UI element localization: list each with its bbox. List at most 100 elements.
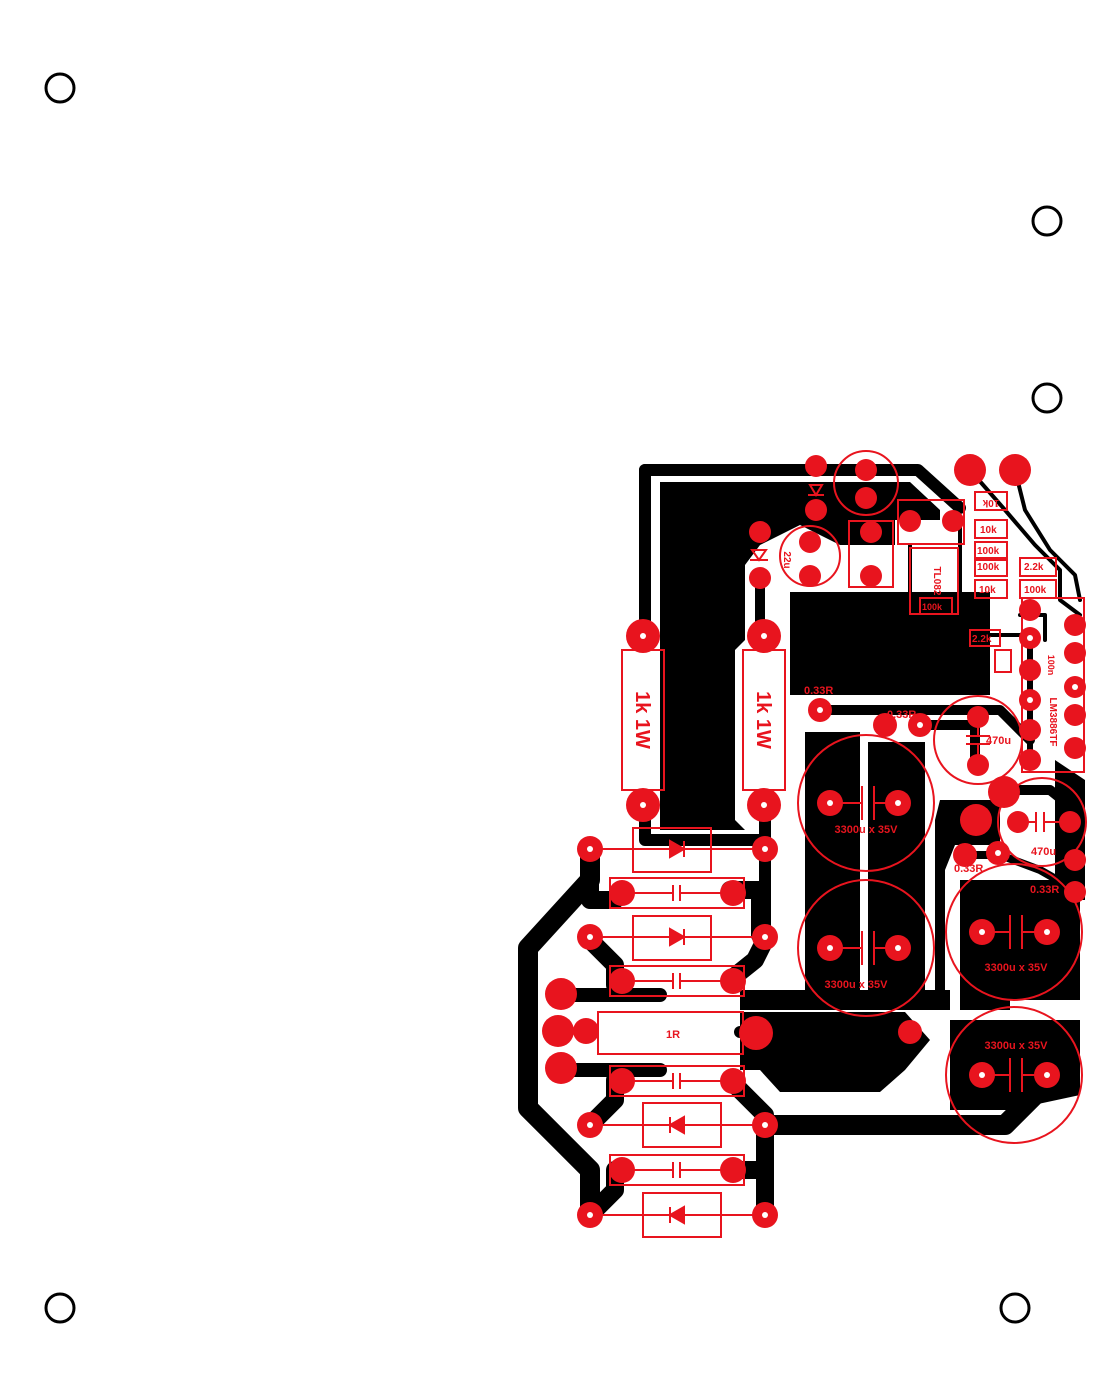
resistor-outline [974, 491, 1008, 511]
pad [805, 499, 827, 521]
drill-hole [1044, 929, 1050, 935]
diode-symbol [750, 549, 768, 562]
pad [1019, 749, 1041, 771]
capacitor-symbol [982, 1058, 1047, 1092]
silkscreen [590, 450, 1087, 1238]
label-c-3300-b: 3300u x 35V [825, 979, 889, 991]
track [581, 841, 624, 909]
pad [545, 1052, 577, 1084]
pad [609, 880, 635, 906]
pad [999, 454, 1031, 486]
pad [1007, 811, 1029, 833]
pad [1019, 719, 1041, 741]
pad [609, 1157, 635, 1183]
mounting-hole [44, 1292, 76, 1324]
capacitor-outline [997, 777, 1087, 867]
pad [609, 968, 635, 994]
pad [1064, 881, 1086, 903]
drill-hole [827, 945, 833, 951]
pad [720, 1157, 746, 1183]
copper-pour [805, 732, 860, 1010]
capacitor-symbol [830, 931, 898, 965]
component-labels: 1k 1W 1k 1W 0.33R 0.33R 0.33R 0.33R 3300… [631, 497, 1059, 1052]
drill-hole [587, 934, 593, 940]
diode-symbol [808, 484, 824, 497]
label-r-100k-b: 100k [977, 562, 1000, 573]
mounting-hole [44, 72, 76, 104]
pad [542, 1015, 574, 1047]
pad [953, 843, 977, 867]
drill-hole [917, 722, 923, 728]
drill-hole [979, 929, 985, 935]
drill-hole [817, 707, 823, 713]
drill-hole [762, 934, 768, 940]
diode-symbol [667, 1205, 685, 1225]
capacitor-outline [797, 734, 935, 872]
track [1013, 468, 1082, 602]
pad [942, 510, 964, 532]
pad [720, 880, 746, 906]
pad [954, 454, 986, 486]
capacitor-outline [945, 1006, 1083, 1144]
pad [545, 978, 577, 1010]
drill-hole [1072, 684, 1078, 690]
copper-pour [950, 1020, 1080, 1110]
label-r-033-b: 0.33R [887, 709, 916, 721]
resistor-outline [974, 519, 1008, 539]
pad [967, 706, 989, 728]
label-r-10k-b: 10k [980, 525, 997, 536]
capacitor-outline [833, 450, 899, 516]
copper-pour [740, 990, 950, 1010]
pad [855, 459, 877, 481]
drill-hole [587, 1122, 593, 1128]
drill-hole [762, 1212, 768, 1218]
label-r-033-a: 0.33R [804, 685, 833, 697]
label-r-10k-a: 10k [982, 497, 999, 508]
label-r-100k-c: 100k [1024, 585, 1047, 596]
label-r-22k-b: 2.2k [972, 634, 992, 645]
drill-hole [1044, 1072, 1050, 1078]
pad [609, 1068, 635, 1094]
label-c-3300-d: 3300u x 35V [985, 1040, 1049, 1052]
label-c-100n: 100n [1046, 655, 1056, 676]
pad [1059, 811, 1081, 833]
drill-hole [895, 800, 901, 806]
drill-hole [1027, 635, 1033, 641]
capacitor-symbol [830, 786, 898, 820]
label-c-22u: 22u [781, 551, 792, 568]
pad [749, 567, 771, 589]
label-r-22k-a: 2.2k [1024, 562, 1044, 573]
pad [739, 1016, 773, 1050]
track [995, 785, 1080, 865]
mounting-hole [999, 1292, 1031, 1324]
pad [720, 968, 746, 994]
pad [805, 455, 827, 477]
label-r-1r: 1R [666, 1029, 680, 1041]
drill-hole [761, 802, 767, 808]
capacitor-symbol [622, 973, 733, 989]
resistor-outline [1019, 579, 1057, 599]
track [760, 1080, 1050, 1135]
pad [967, 754, 989, 776]
label-r-100k-d: 100k [922, 602, 943, 612]
resistor-outline [974, 557, 1008, 577]
copper-pour [935, 800, 1000, 1010]
track [639, 464, 966, 514]
pad [860, 521, 882, 543]
pad [1019, 599, 1041, 621]
pad [1064, 737, 1086, 759]
diode-symbol [669, 839, 687, 859]
label-c-3300-c: 3300u x 35V [985, 962, 1049, 974]
resistor-outline [974, 541, 1008, 561]
label-ic-main: LM3886TF [1047, 698, 1058, 747]
pad [873, 713, 897, 737]
capacitor-outline [897, 499, 965, 545]
resistor-outline [994, 649, 1012, 673]
label-r-100k-a: 100k [977, 546, 1000, 557]
pad [1064, 704, 1086, 726]
pad [899, 510, 921, 532]
drill-hole [587, 1212, 593, 1218]
pad [855, 487, 877, 509]
capacitor-symbol [622, 1162, 733, 1178]
